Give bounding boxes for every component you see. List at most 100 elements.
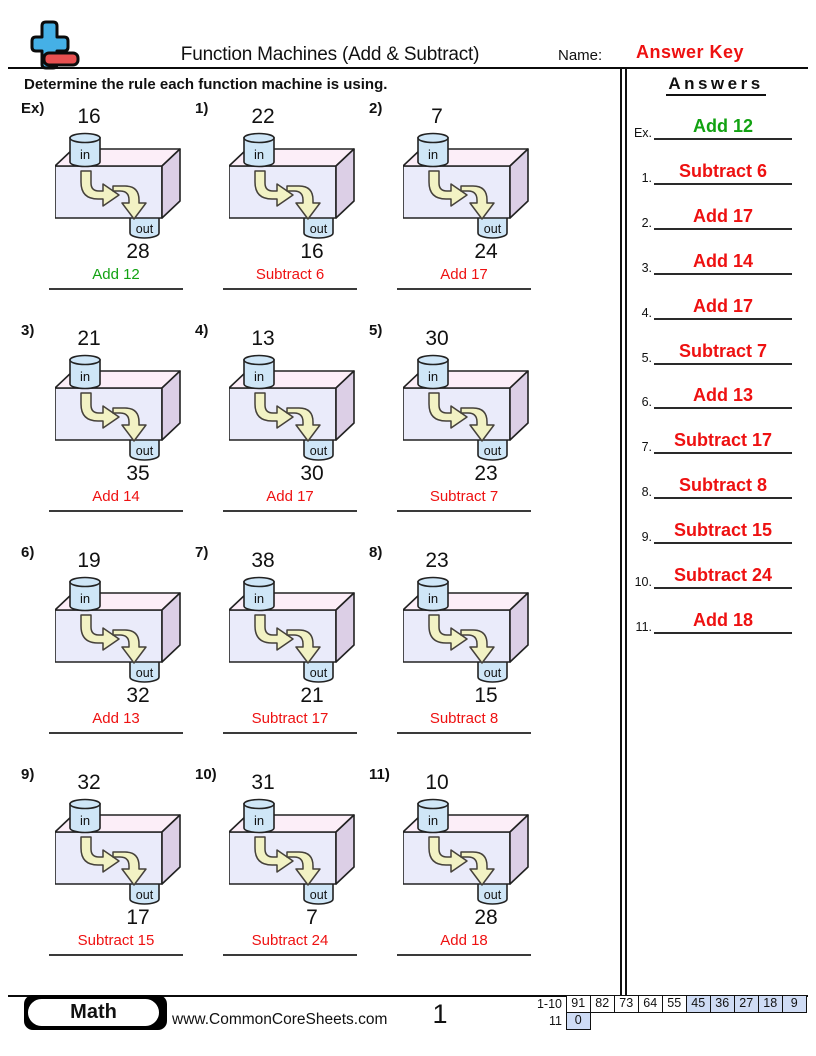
score-cell: 9 — [781, 995, 807, 1013]
arrow-right-down-icon — [112, 851, 147, 886]
page-title: Function Machines (Add & Subtract) — [180, 44, 480, 65]
problem-cell: 9) 32 in out 17 Subtract 15 — [19, 766, 193, 988]
in-port-top — [417, 576, 449, 588]
out-label: out — [136, 666, 154, 680]
in-port-top — [243, 576, 275, 588]
in-label: in — [428, 813, 438, 828]
rule-underline — [397, 732, 531, 734]
function-machine-icon: in out — [55, 576, 181, 683]
out-label: out — [310, 888, 328, 902]
output-value: 7 — [306, 906, 318, 929]
machine-side-face — [509, 592, 529, 663]
score-cell: 36 — [709, 995, 735, 1013]
problem-label: 4) — [195, 322, 209, 339]
in-port-top — [243, 354, 275, 366]
output-value: 28 — [126, 240, 150, 263]
input-value: 21 — [77, 327, 101, 350]
answer-number: Ex. — [633, 126, 652, 140]
answer-item: Ex. Add 12 — [616, 112, 816, 140]
problem-cell: 4) 13 in out 30 Add 17 — [193, 322, 367, 544]
answer-item: 8. Subtract 8 — [616, 471, 816, 500]
in-label: in — [254, 591, 264, 606]
arrow-right-down-icon — [460, 851, 495, 886]
arrow-down-right-icon — [254, 392, 294, 429]
out-port — [129, 657, 160, 683]
rule-underline — [397, 510, 531, 512]
out-label: out — [484, 222, 502, 236]
arrow-right-down-icon — [460, 407, 495, 442]
answer-item: 7. Subtract 17 — [616, 426, 816, 455]
answer-text: Subtract 17 — [673, 430, 773, 451]
out-port — [303, 879, 334, 905]
output-value: 30 — [300, 462, 324, 485]
out-port — [129, 213, 160, 239]
in-port — [69, 137, 101, 168]
answer-text: Add 13 — [692, 385, 753, 406]
out-port — [303, 435, 334, 461]
answer-text: Subtract 24 — [673, 565, 773, 585]
problem-label: 6) — [21, 544, 35, 561]
answer-text: Add 17 — [692, 205, 753, 226]
answer-line: Add 17 — [654, 202, 792, 230]
problem-cell: 11) 10 in out 28 Add 18 — [367, 766, 541, 988]
rule-underline — [223, 954, 357, 956]
answer-item: 5. Subtract 7 — [616, 337, 816, 365]
problem-cell: Ex) 16 in out 28 Add 12 — [19, 100, 193, 322]
problem-label: 3) — [21, 322, 35, 339]
answer-number: 1. — [641, 170, 652, 185]
rule-answer: Add 14 — [92, 488, 140, 505]
rule-underline — [223, 510, 357, 512]
problem-label: Ex) — [21, 100, 45, 117]
score-cell: 0 — [565, 1011, 591, 1030]
rule-underline — [49, 732, 183, 734]
in-port-top — [417, 132, 449, 144]
machine-side-face — [509, 148, 529, 219]
arrow-right-down-icon — [460, 629, 495, 664]
in-port — [243, 137, 275, 168]
problems-grid: Ex) 16 in out 28 Add 12 1) 22 — [19, 100, 611, 988]
rule-underline — [49, 288, 183, 290]
out-label: out — [484, 888, 502, 902]
answer-line: Add 14 — [654, 247, 792, 275]
score-row-label: 1-10 — [536, 997, 562, 1011]
arrow-down-right-icon — [428, 614, 468, 651]
in-label: in — [80, 369, 90, 384]
score-cell: 64 — [637, 995, 663, 1013]
out-label: out — [136, 444, 154, 458]
answer-number: 8. — [641, 485, 652, 500]
in-port-top — [69, 576, 101, 588]
rule-underline — [49, 510, 183, 512]
in-label: in — [80, 813, 90, 828]
in-port-top — [69, 354, 101, 366]
input-value: 23 — [425, 549, 449, 572]
instruction-text: Determine the rule each function machine… — [24, 76, 388, 93]
score-row-label: 11 — [549, 1013, 562, 1028]
answer-number: 11. — [635, 619, 652, 634]
function-machine-icon: in out — [229, 798, 355, 905]
machine-side-face — [335, 814, 355, 885]
answer-line: Add 18 — [654, 606, 792, 634]
score-cell: 18 — [757, 995, 783, 1013]
arrow-down-right-icon — [80, 836, 120, 873]
answer-item: 10. Subtract 24 — [616, 561, 816, 589]
answer-item: 9. Subtract 15 — [616, 516, 816, 545]
out-label: out — [136, 222, 154, 236]
arrow-right-down-icon — [286, 185, 321, 220]
score-cell: 82 — [589, 995, 615, 1013]
machine-side-face — [509, 370, 529, 441]
in-label: in — [428, 591, 438, 606]
out-label: out — [484, 444, 502, 458]
rule-answer: Subtract 17 — [251, 710, 329, 727]
answer-item: 2. Add 17 — [616, 202, 816, 230]
arrow-down-right-icon — [428, 836, 468, 873]
in-port — [243, 581, 275, 612]
page-number: 1 — [432, 999, 448, 1029]
arrow-right-down-icon — [112, 407, 147, 442]
score-cell: 45 — [685, 995, 711, 1013]
answer-line: Subtract 17 — [654, 426, 792, 455]
output-value: 32 — [126, 684, 150, 707]
machine-side-face — [335, 370, 355, 441]
in-port — [69, 359, 101, 390]
rule-underline — [397, 954, 531, 956]
